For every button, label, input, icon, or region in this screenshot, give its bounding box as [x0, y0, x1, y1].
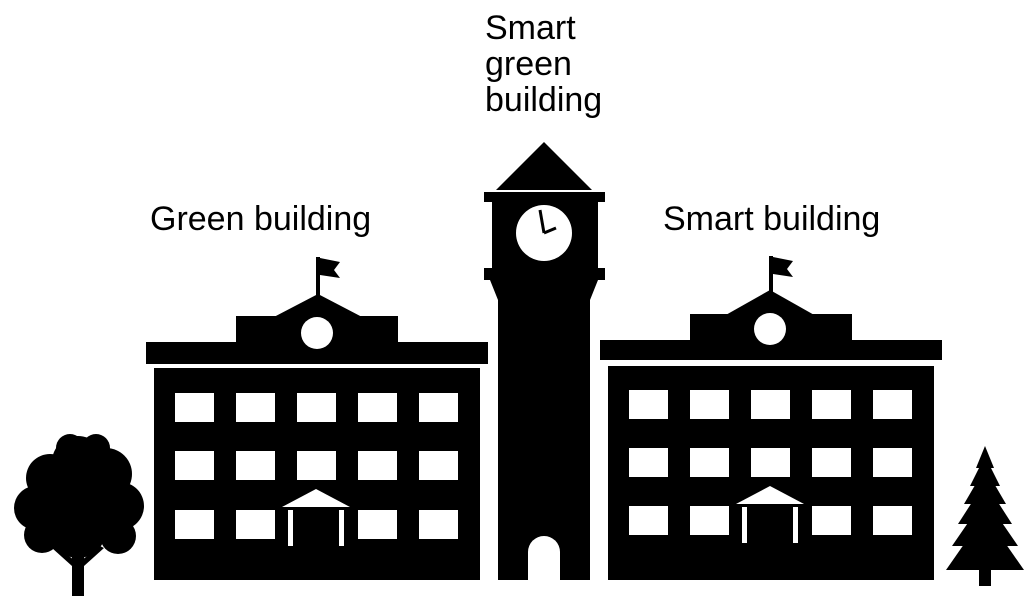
- label-line: building: [485, 81, 603, 119]
- green-building-icon: [146, 257, 488, 580]
- deciduous-tree-icon: [14, 434, 144, 596]
- label-line: green: [485, 45, 572, 83]
- green-building-label: Green building: [150, 200, 372, 238]
- pine-tree-icon: [946, 446, 1024, 586]
- label-line: Smart: [485, 9, 576, 47]
- smart-building-icon: [600, 256, 942, 580]
- clock-tower-icon: [484, 142, 605, 580]
- smart-green-building-label: Smart green building: [485, 10, 602, 118]
- smart-building-label: Smart building: [663, 200, 881, 238]
